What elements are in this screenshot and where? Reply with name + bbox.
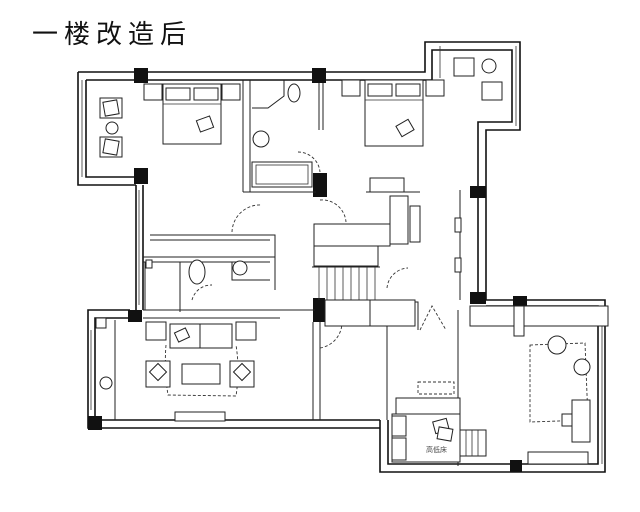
- guest-wc: [144, 259, 248, 310]
- columns: [88, 68, 527, 472]
- bathroom: [251, 80, 313, 188]
- stair-hall: [312, 177, 462, 327]
- bedroom-left: [99, 83, 241, 158]
- tatami-label: 高低床: [426, 445, 447, 454]
- study: [469, 305, 609, 465]
- tatami-room: 高低床: [391, 381, 487, 463]
- living-room: [95, 317, 257, 422]
- plan-title: 一楼改造后: [32, 20, 193, 50]
- door-swings: [191, 151, 447, 349]
- bedroom-right: [341, 57, 503, 147]
